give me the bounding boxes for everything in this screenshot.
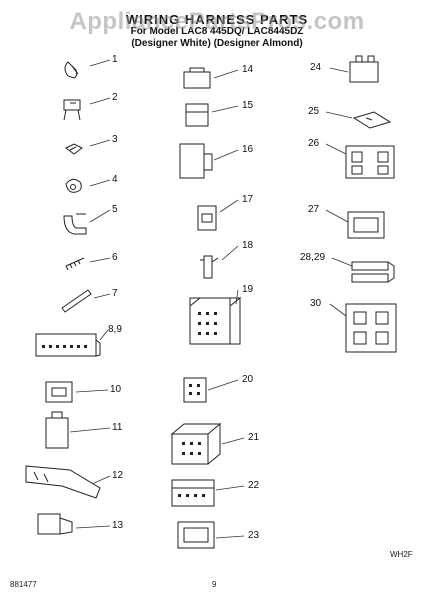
callout-17: 17	[242, 194, 254, 205]
part-3-clip	[65, 143, 83, 155]
callout-18: 18	[242, 240, 254, 251]
part-7-tie	[61, 289, 92, 313]
callout-21: 21	[248, 432, 260, 443]
part-4-clip	[65, 178, 82, 193]
part-26-housing	[345, 145, 395, 179]
part-13-terminal	[37, 513, 73, 535]
callout-10: 10	[110, 384, 122, 395]
part-2-clamp	[63, 99, 81, 121]
part-10-connector	[45, 381, 73, 403]
part-14-connector	[183, 67, 211, 89]
part-25-plate	[352, 111, 392, 129]
part-1-clip	[64, 61, 79, 79]
part-5-bracket	[63, 213, 87, 235]
part-24-connector	[349, 55, 379, 83]
callout-19: 19	[242, 284, 254, 295]
part-18-terminal	[200, 255, 219, 279]
callout-11: 11	[112, 422, 123, 433]
callout-14: 14	[242, 64, 254, 75]
callout-26: 26	[308, 138, 320, 149]
part-23-connector	[177, 521, 215, 549]
part-22-housing	[171, 479, 215, 507]
callout-16: 16	[242, 144, 254, 155]
page-title: WIRING HARNESS PARTS	[125, 12, 309, 27]
part-19-housing	[189, 296, 242, 345]
callout-4: 4	[112, 174, 118, 185]
part-20-plug	[183, 377, 207, 403]
color-line: (Designer White) (Designer Almond)	[131, 38, 303, 49]
part-30-housing	[345, 303, 397, 353]
part-21-housing	[170, 422, 222, 465]
callout-1: 1	[112, 54, 118, 65]
callout-28-29: 28,29	[300, 252, 325, 263]
callout-12: 12	[112, 470, 124, 481]
part-17-connector	[197, 205, 217, 231]
callout-13: 13	[112, 520, 124, 531]
callout-27: 27	[308, 204, 320, 215]
model-line: For Model LAC8 445DQ/ LAC8445DZ	[130, 26, 304, 37]
callout-7: 7	[112, 288, 118, 299]
part-15-cap	[185, 103, 209, 127]
callout-30: 30	[310, 298, 322, 309]
footer-left: 881477	[10, 580, 37, 589]
part-27-housing	[347, 211, 385, 239]
callout-3: 3	[112, 134, 118, 145]
callout-20: 20	[242, 374, 254, 385]
callout-6: 6	[112, 252, 118, 263]
callout-23: 23	[248, 530, 260, 541]
callout-2: 2	[112, 92, 118, 103]
callout-5: 5	[112, 204, 118, 215]
part-12-terminal	[25, 465, 101, 499]
callout-24: 24	[310, 62, 322, 73]
callout-15: 15	[242, 100, 254, 111]
part-6-screw	[65, 257, 85, 271]
part-8-9-housing	[35, 333, 101, 357]
part-28-29-terminals	[351, 261, 395, 283]
callout-25: 25	[308, 106, 320, 117]
callout-22: 22	[248, 480, 260, 491]
part-16-housing	[179, 143, 213, 179]
part-11-terminal	[45, 411, 69, 449]
footer-right: WH2F	[390, 550, 413, 559]
callout-8-9: 8,9	[108, 324, 122, 335]
footer-center: 9	[212, 580, 217, 589]
